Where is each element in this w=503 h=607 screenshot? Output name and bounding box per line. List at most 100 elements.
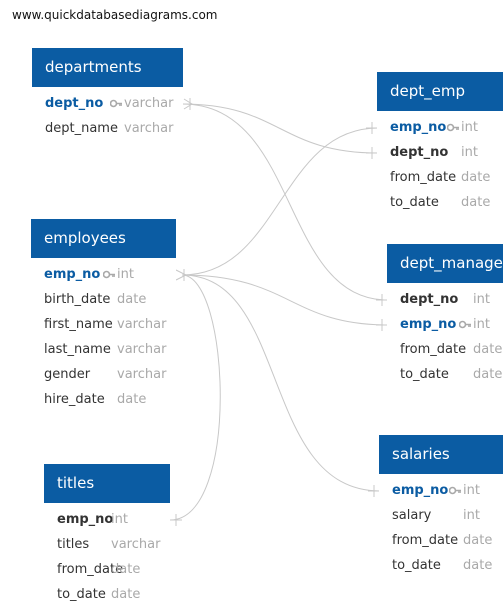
- column-name: to_date: [390, 195, 439, 210]
- column-type: int: [111, 512, 128, 527]
- column-row[interactable]: salary int: [379, 503, 503, 528]
- column-type: int: [117, 267, 134, 282]
- link-departments-dept-manager: [181, 103, 389, 301]
- column-type: varchar: [117, 317, 167, 332]
- column-type: varchar: [124, 121, 174, 136]
- column-type: varchar: [111, 537, 161, 552]
- column-name: birth_date: [44, 292, 111, 307]
- column-name: hire_date: [44, 392, 105, 407]
- column-type: int: [461, 145, 478, 160]
- column-row[interactable]: birth_date date: [31, 287, 176, 312]
- column-type: date: [461, 170, 491, 185]
- column-name: dept_name: [45, 121, 118, 136]
- column-name: to_date: [392, 558, 441, 573]
- column-row[interactable]: to_date date: [387, 362, 503, 387]
- column-row[interactable]: titles varchar: [44, 532, 170, 557]
- column-type: varchar: [117, 342, 167, 357]
- table-header[interactable]: dept_manager: [387, 244, 503, 283]
- column-name: from_date: [392, 533, 459, 548]
- column-type: date: [111, 587, 141, 602]
- column-row[interactable]: emp_no int: [379, 478, 503, 503]
- column-row[interactable]: from_date date: [387, 337, 503, 362]
- column-row[interactable]: from_date date: [377, 165, 503, 190]
- site-url[interactable]: www.quickdatabasediagrams.com: [12, 8, 218, 22]
- column-type: int: [473, 317, 490, 332]
- column-name: emp_no: [57, 512, 114, 527]
- key-icon: [448, 478, 462, 503]
- one-marker-titles: [170, 514, 182, 526]
- link-employees-dept-manager: [181, 274, 389, 326]
- column-name: from_date: [390, 170, 457, 185]
- column-type: date: [461, 195, 491, 210]
- one-marker-dept-manager-emp-no: [376, 319, 388, 331]
- table-header[interactable]: salaries: [379, 435, 503, 474]
- column-name: gender: [44, 367, 91, 382]
- column-row[interactable]: emp_no int: [31, 262, 176, 287]
- table-header[interactable]: employees: [31, 219, 176, 258]
- column-type: int: [473, 292, 490, 307]
- column-type: int: [461, 120, 478, 135]
- column-row[interactable]: gender varchar: [31, 362, 176, 387]
- column-row[interactable]: to_date date: [377, 190, 503, 215]
- column-type: int: [463, 508, 480, 523]
- key-icon: [458, 312, 472, 337]
- column-row[interactable]: dept_name varchar: [32, 116, 183, 141]
- column-row[interactable]: from_date date: [379, 528, 503, 553]
- column-name: emp_no: [44, 267, 101, 282]
- column-row[interactable]: hire_date date: [31, 387, 176, 412]
- column-type: varchar: [117, 367, 167, 382]
- column-name: last_name: [44, 342, 111, 357]
- column-row[interactable]: emp_no int: [387, 312, 503, 337]
- column-row[interactable]: emp_no int: [377, 115, 503, 140]
- column-type: date: [473, 342, 503, 357]
- link-departments-dept-emp: [181, 103, 379, 154]
- column-name: dept_no: [45, 96, 104, 111]
- column-name: from_date: [400, 342, 467, 357]
- column-row[interactable]: last_name varchar: [31, 337, 176, 362]
- column-name: emp_no: [390, 120, 447, 135]
- column-name: to_date: [400, 367, 449, 382]
- one-marker-dept-emp-emp-no: [366, 122, 378, 134]
- column-type: date: [111, 562, 141, 577]
- column-type: date: [473, 367, 503, 382]
- one-marker-dept-manager-dept-no: [376, 294, 388, 306]
- column-row[interactable]: to_date date: [379, 553, 503, 578]
- column-name: first_name: [44, 317, 113, 332]
- column-type: date: [117, 292, 147, 307]
- column-row[interactable]: dept_no int: [387, 287, 503, 312]
- column-name: titles: [57, 537, 90, 552]
- link-employees-dept-emp: [181, 127, 379, 276]
- column-row[interactable]: first_name varchar: [31, 312, 176, 337]
- column-name: dept_no: [390, 145, 449, 160]
- column-type: date: [463, 533, 493, 548]
- column-name: dept_no: [400, 292, 459, 307]
- table-header[interactable]: titles: [44, 464, 170, 503]
- one-marker-salaries: [368, 485, 380, 497]
- column-type: date: [117, 392, 147, 407]
- link-employees-titles: [169, 274, 221, 521]
- table-header[interactable]: departments: [32, 48, 183, 87]
- key-icon: [109, 91, 123, 116]
- column-row[interactable]: dept_no int: [377, 140, 503, 165]
- crows-foot-departments: [183, 98, 193, 110]
- table-header[interactable]: dept_emp: [377, 72, 503, 111]
- column-name: emp_no: [392, 483, 449, 498]
- column-type: int: [463, 483, 480, 498]
- column-name: salary: [392, 508, 432, 523]
- one-marker-dept-emp-dept-no: [366, 147, 378, 159]
- key-icon: [102, 262, 116, 287]
- crows-foot-employees: [175, 269, 188, 281]
- column-type: date: [463, 558, 493, 573]
- column-name: emp_no: [400, 317, 457, 332]
